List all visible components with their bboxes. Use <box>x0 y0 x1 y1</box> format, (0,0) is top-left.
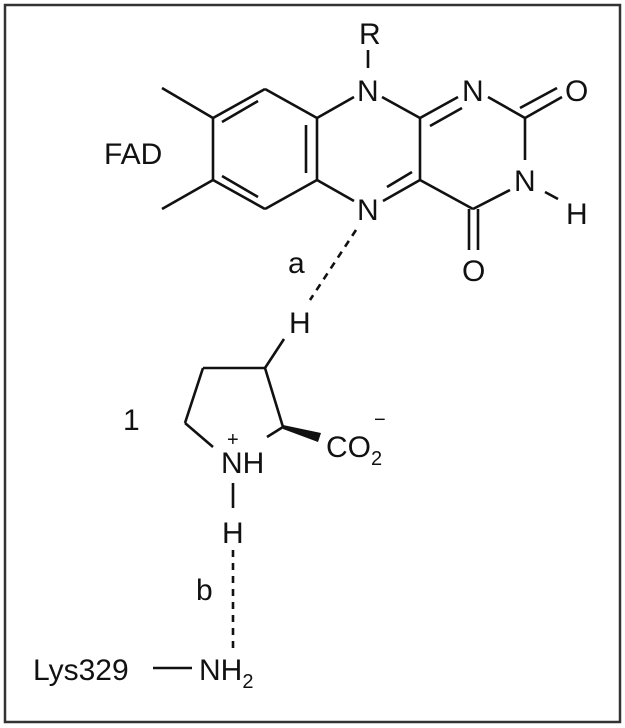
nh2-subscript: 2 <box>242 671 253 693</box>
compound-number: 1 <box>123 404 140 437</box>
bond-double-inner <box>386 170 413 189</box>
bond-double-inner <box>221 99 259 124</box>
atom-n1: N <box>462 75 484 108</box>
methyl-bond <box>161 86 214 120</box>
bond <box>264 178 318 211</box>
interaction-b-label: b <box>196 574 213 607</box>
atom-nh: NH <box>221 447 264 480</box>
bond <box>487 95 526 120</box>
bond <box>183 367 205 424</box>
bond <box>212 178 266 211</box>
bond <box>316 95 355 120</box>
bond-double-inner <box>221 174 259 199</box>
bond <box>316 178 355 203</box>
fad-label: FAD <box>104 138 162 171</box>
amine-label: NH2 <box>199 654 253 693</box>
co2-text: CO <box>326 431 371 464</box>
bond-double-inner <box>429 106 463 128</box>
bond <box>184 422 214 448</box>
nh2-text: NH <box>199 654 242 687</box>
minus-charge: − <box>374 409 386 431</box>
bond <box>419 95 459 120</box>
atom-n3: N <box>514 165 536 198</box>
atom-h-b: H <box>222 517 244 550</box>
nh-bond <box>544 190 559 201</box>
plus-charge: + <box>227 429 239 451</box>
bond <box>382 178 421 203</box>
ch-bond <box>263 338 286 369</box>
proline-ring <box>183 338 321 508</box>
atom-n5: N <box>357 194 379 227</box>
atom-h3: H <box>566 198 588 231</box>
carboxylate-label: CO2 <box>326 431 382 470</box>
interaction-a-label: a <box>288 247 305 280</box>
atom-n10: N <box>357 75 379 108</box>
bond <box>264 87 318 120</box>
bond <box>212 87 266 120</box>
co2-subscript: 2 <box>371 448 382 470</box>
bond <box>472 188 511 211</box>
atom-r: R <box>359 18 381 51</box>
bond <box>381 95 421 120</box>
methyl-bond <box>161 178 214 211</box>
bond <box>263 367 285 428</box>
bond <box>419 178 474 211</box>
wedge-bond <box>283 425 321 442</box>
bond <box>266 425 284 439</box>
atom-h-a: H <box>289 307 311 340</box>
diagram-frame <box>3 3 622 724</box>
atom-o2: O <box>565 75 588 108</box>
hydrogen-bond-a <box>308 229 358 301</box>
carbonyl-bond <box>519 86 558 110</box>
flavin-ring <box>161 50 563 250</box>
atom-o4: O <box>462 255 485 288</box>
residue-label: Lys329 <box>33 654 129 687</box>
carbonyl-bond <box>524 95 563 120</box>
